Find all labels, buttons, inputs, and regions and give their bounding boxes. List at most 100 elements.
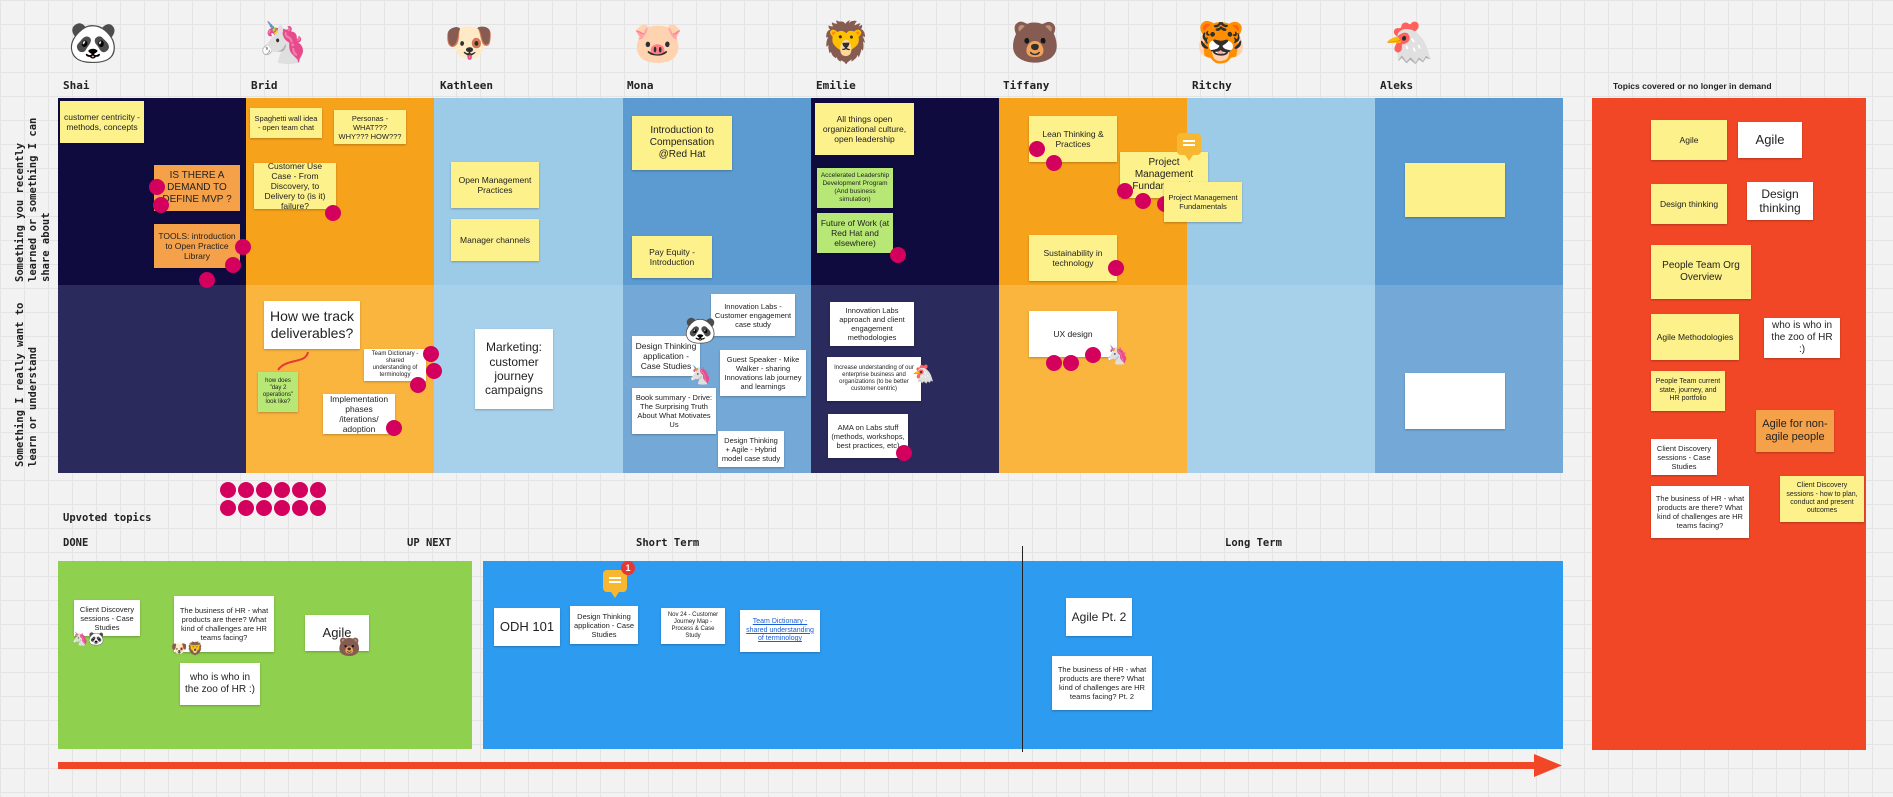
sticky-note[interactable]: Pay Equity - Introduction bbox=[632, 236, 712, 278]
vote-dot[interactable] bbox=[292, 500, 308, 516]
unicorn-avatar-icon: 🦄 bbox=[258, 21, 308, 65]
sticky-note[interactable]: Book summary - Drive: The Surprising Tru… bbox=[632, 388, 716, 434]
vote-dot bbox=[426, 363, 442, 379]
sticky-note[interactable]: how does "day 2 operations" look like? bbox=[258, 372, 298, 412]
panda-avatar-icon: 🐼 bbox=[68, 21, 118, 65]
done-note[interactable]: who is who in the zoo of HR :) bbox=[180, 663, 260, 705]
vote-dot bbox=[235, 239, 251, 255]
topic-note[interactable]: Agile bbox=[1651, 120, 1727, 160]
sticky-note[interactable]: Team Dictionary - shared understanding o… bbox=[364, 349, 426, 381]
topic-note[interactable]: The business of HR - what products are t… bbox=[1651, 486, 1749, 538]
topic-note[interactable]: People Team current state, journey, and … bbox=[1651, 371, 1725, 411]
vote-dot bbox=[199, 272, 215, 288]
long-term-note[interactable]: The business of HR - what products are t… bbox=[1052, 656, 1152, 710]
vote-dot bbox=[890, 247, 906, 263]
member-name: Ritchy bbox=[1192, 79, 1232, 92]
sticky-note[interactable]: Future of Work (at Red Hat and elsewhere… bbox=[817, 213, 893, 253]
short-term-note[interactable]: ODH 101 bbox=[494, 608, 560, 646]
done-note[interactable]: The business of HR - what products are t… bbox=[174, 596, 274, 652]
sticky-note[interactable]: Design Thinking application - Case Studi… bbox=[632, 336, 700, 376]
term-divider bbox=[1022, 546, 1023, 752]
vote-dot[interactable] bbox=[220, 500, 236, 516]
up-next-heading: UP NEXT bbox=[407, 537, 452, 549]
vote-dot[interactable] bbox=[256, 482, 272, 498]
vote-dot[interactable] bbox=[292, 482, 308, 498]
sticky-note[interactable]: Open Management Practices bbox=[451, 162, 539, 208]
topic-note[interactable]: People Team Org Overview bbox=[1651, 245, 1751, 299]
sticky-note-empty[interactable] bbox=[1405, 163, 1505, 217]
sticky-note[interactable]: Design Thinking + Agile - Hybrid model c… bbox=[718, 431, 784, 467]
comment-icon[interactable] bbox=[603, 570, 627, 598]
vote-dot[interactable] bbox=[238, 500, 254, 516]
sticky-note[interactable]: Spaghetti wall idea - open team chat bbox=[250, 108, 322, 138]
vote-dot bbox=[423, 346, 439, 362]
topic-note[interactable]: Client Discovery sessions - Case Studies bbox=[1651, 439, 1717, 475]
sticky-note-empty[interactable] bbox=[1405, 373, 1505, 429]
sticky-note[interactable]: AMA on Labs stuff (methods, workshops, b… bbox=[828, 414, 908, 458]
member-name: Mona bbox=[627, 79, 654, 92]
done-heading: DONE bbox=[63, 537, 89, 549]
comment-icon[interactable] bbox=[1177, 133, 1201, 161]
bear-avatar-icon: 🐻 bbox=[1010, 21, 1060, 65]
team-dictionary-link[interactable]: Team Dictionary - shared understanding o… bbox=[746, 618, 814, 643]
vote-dot[interactable] bbox=[274, 500, 290, 516]
sticky-note[interactable]: UX design bbox=[1029, 311, 1117, 357]
topic-note[interactable]: Agile bbox=[1738, 122, 1802, 158]
short-term-note[interactable]: Team Dictionary - shared understanding o… bbox=[740, 610, 820, 652]
chicken-icon: 🐔 bbox=[912, 364, 935, 384]
short-term-heading: Short Term bbox=[636, 537, 700, 549]
sticky-note[interactable]: Accelerated Leadership Development Progr… bbox=[817, 168, 893, 208]
shai-learn-cell bbox=[58, 285, 246, 473]
vote-dot bbox=[1046, 155, 1062, 171]
vote-dot[interactable] bbox=[238, 482, 254, 498]
sticky-note[interactable]: customer centricity - methods, concepts bbox=[60, 101, 144, 143]
sticky-note[interactable]: Innovation Labs approach and client enga… bbox=[830, 302, 914, 346]
long-term-heading: Long Term bbox=[1225, 537, 1282, 549]
dog-avatar-icon: 🐶 bbox=[444, 21, 494, 65]
unicorn-panda-icons: 🦄🐼 bbox=[72, 631, 105, 646]
sticky-note[interactable]: Lean Thinking & Practices bbox=[1029, 116, 1117, 162]
topic-note[interactable]: Client Discovery sessions - how to plan,… bbox=[1780, 476, 1864, 522]
short-term-note[interactable]: Nov 24 - Customer Journey Map - Process … bbox=[661, 608, 725, 644]
topic-note[interactable]: Agile Methodologies bbox=[1651, 314, 1739, 360]
sticky-note[interactable]: Customer Use Case - From Discovery, to D… bbox=[254, 161, 336, 211]
sticky-note[interactable]: Personas - WHAT??? WHY??? HOW??? bbox=[334, 110, 406, 144]
sticky-note[interactable]: How we track deliverables? bbox=[264, 301, 360, 349]
member-name: Brid bbox=[251, 79, 278, 92]
sticky-note[interactable]: Implementation phases /iterations/ adopt… bbox=[323, 394, 395, 434]
vote-dot[interactable] bbox=[310, 500, 326, 516]
vote-dot[interactable] bbox=[256, 500, 272, 516]
timeline-arrow bbox=[58, 754, 1562, 777]
sticky-note[interactable]: Sustainability in technology bbox=[1029, 235, 1117, 281]
sticky-note[interactable]: Increase understanding of our enterprise… bbox=[827, 357, 921, 401]
unicorn-icon: 🦄 bbox=[1106, 345, 1129, 365]
panda-icon: 🐼 bbox=[684, 315, 717, 345]
topic-note[interactable]: Design thinking bbox=[1747, 182, 1813, 220]
vote-dot bbox=[1108, 260, 1124, 276]
sticky-note[interactable]: All things open organizational culture, … bbox=[815, 103, 914, 155]
topic-note[interactable]: Agile for non-agile people bbox=[1756, 410, 1834, 452]
sticky-note[interactable]: Manager channels bbox=[451, 219, 539, 261]
planned-area bbox=[483, 561, 1563, 749]
row-label-share: Something you recently learned or someth… bbox=[14, 117, 52, 282]
long-term-note[interactable]: Agile Pt. 2 bbox=[1066, 598, 1132, 636]
row-label-learn: Something I really want to learn or unde… bbox=[14, 302, 39, 467]
unicorn-icon: 🦄 bbox=[689, 365, 712, 385]
dog-lion-icons: 🐶🦁 bbox=[171, 641, 204, 656]
done-note[interactable]: Agile bbox=[305, 615, 369, 651]
sticky-note[interactable]: Introduction to Compensation @Red Hat bbox=[632, 116, 732, 170]
topic-note[interactable]: Design thinking bbox=[1651, 184, 1727, 224]
vote-dot bbox=[1029, 141, 1045, 157]
short-term-note[interactable]: Design Thinking application - Case Studi… bbox=[570, 606, 638, 644]
sticky-note[interactable]: Marketing: customer journey campaigns bbox=[475, 329, 553, 409]
vote-dot bbox=[410, 377, 426, 393]
done-area bbox=[58, 561, 472, 749]
vote-dot[interactable] bbox=[274, 482, 290, 498]
sticky-note[interactable]: Project Management Fundamentals bbox=[1164, 182, 1242, 222]
sticky-note[interactable]: Guest Speaker - Mike Walker - sharing In… bbox=[720, 350, 806, 396]
vote-dot[interactable] bbox=[310, 482, 326, 498]
vote-dot[interactable] bbox=[220, 482, 236, 498]
done-note[interactable]: Client Discovery sessions - Case Studies bbox=[74, 600, 140, 636]
sticky-note[interactable]: Innovation Labs - Customer engagement ca… bbox=[711, 294, 795, 336]
topic-note[interactable]: who is who in the zoo of HR :) bbox=[1764, 318, 1840, 358]
